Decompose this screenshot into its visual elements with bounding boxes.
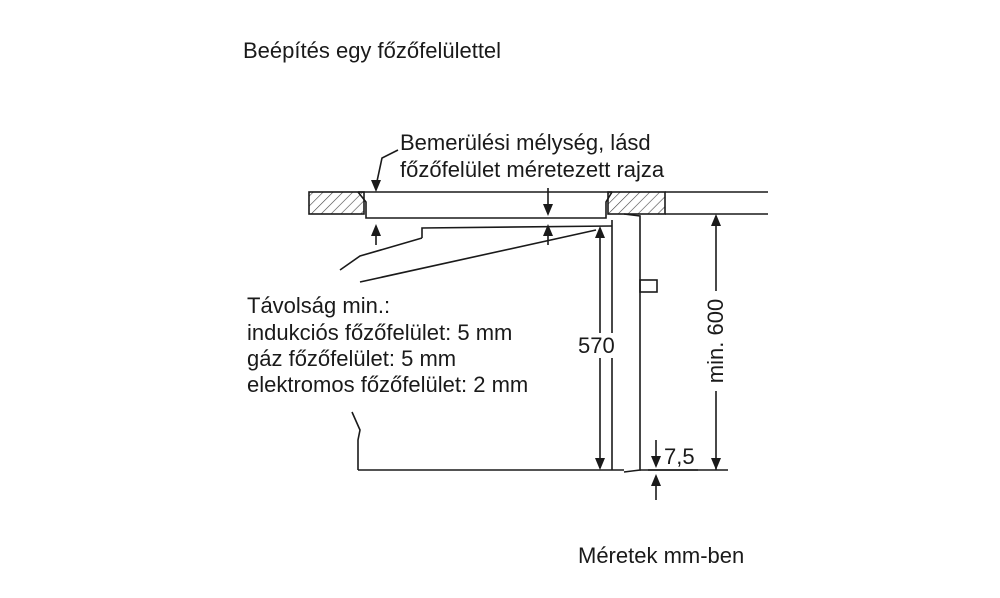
dim-600-arrow-up: [711, 214, 721, 226]
dim-570-arrow-down: [595, 458, 605, 470]
oven-door: [623, 213, 641, 473]
worktop-right: [607, 191, 666, 215]
depth-leader: [375, 149, 399, 187]
dim-600-label: min. 600: [703, 291, 729, 391]
depth-arrowhead: [371, 180, 381, 192]
dim-7-5-label: 7,5: [664, 444, 695, 469]
distance-gas: gáz főzőfelület: 5 mm: [247, 346, 457, 371]
depth-note-line1: Bemerülési mélység, lásd: [400, 130, 651, 155]
oven-rear-upper: [339, 237, 423, 271]
oven-slope-line: [359, 229, 597, 283]
hob-body: [357, 191, 613, 219]
oven-handle: [639, 279, 658, 293]
dim-570-label: 570: [578, 333, 615, 358]
dim-570-arrow-up: [595, 226, 605, 238]
dim-7-5-arrow-down: [651, 456, 661, 468]
gap-arrowhead-left: [371, 224, 381, 236]
units-note: Méretek mm-ben: [578, 543, 745, 568]
distance-electric: elektromos főzőfelület: 2 mm: [247, 372, 529, 397]
oven-rear-lower: [351, 411, 361, 470]
dim-600-arrow-down: [711, 458, 721, 470]
gap-arrowhead-top: [543, 204, 553, 216]
depth-note-line2: főzőfelület méretezett rajza: [400, 157, 665, 182]
dim-7-5-arrow-up: [651, 474, 661, 486]
diagram-title: Beépítés egy főzőfelülettel: [243, 38, 502, 63]
distance-heading: Távolság min.:: [247, 293, 391, 318]
worktop-left: [308, 191, 365, 215]
gap-arrowhead-mid: [543, 224, 553, 236]
distance-induction: indukciós főzőfelület: 5 mm: [247, 320, 513, 345]
